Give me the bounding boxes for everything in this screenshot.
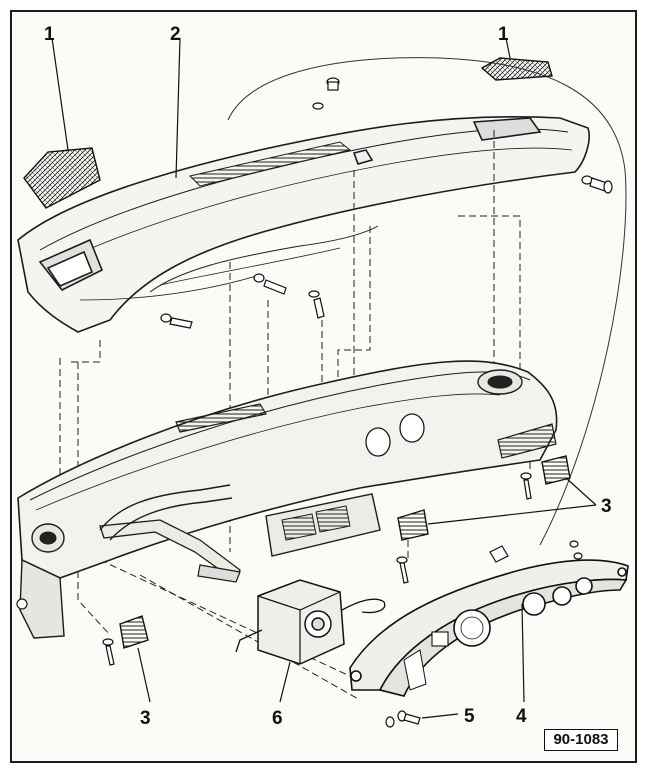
callout-6: 6 xyxy=(272,708,283,729)
vent-grille-right xyxy=(541,455,571,485)
vent-grille-center xyxy=(397,509,429,541)
callout-2: 2 xyxy=(170,24,181,45)
callout-3-right: 3 xyxy=(601,496,612,517)
callout-5: 5 xyxy=(464,706,475,727)
callout-3-left: 3 xyxy=(140,708,151,729)
callout-1-left: 1 xyxy=(44,24,55,45)
callout-1-right: 1 xyxy=(498,24,509,45)
vent-grille-lower-left xyxy=(119,615,149,649)
alignment-lines xyxy=(59,130,531,701)
dashboard-top-panel xyxy=(17,115,590,333)
figure-code: 90-1083 xyxy=(544,729,618,751)
callout-4: 4 xyxy=(516,706,527,727)
dashboard-frame xyxy=(16,360,558,639)
frame-fasteners xyxy=(102,472,583,728)
phantom-outline xyxy=(227,57,627,546)
instrument-cluster xyxy=(349,559,629,697)
top-fasteners xyxy=(160,77,613,329)
leader-lines xyxy=(51,37,597,719)
speaker-grille-left xyxy=(23,147,101,209)
speaker-grille-right xyxy=(480,57,553,81)
steering-lock-housing xyxy=(235,579,386,665)
